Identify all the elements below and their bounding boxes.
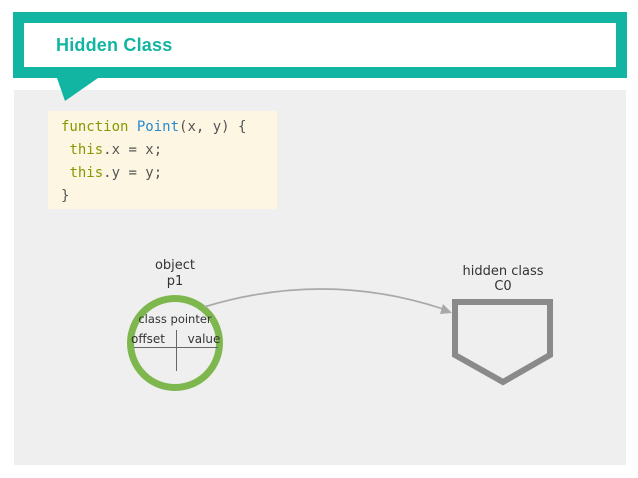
title-box: Hidden Class (24, 23, 616, 67)
class-pointer-label: class pointer (138, 312, 212, 326)
object-label: object p1 (127, 258, 223, 290)
object-label-text: object (154, 258, 196, 273)
hidden-class-label: hidden class C0 (438, 264, 568, 294)
code-line: this.x = x; (61, 139, 277, 162)
slide-title: Hidden Class (56, 34, 173, 55)
code-token: (x, y) { (179, 119, 247, 135)
code-line: } (61, 185, 277, 208)
code-token: this (69, 165, 104, 181)
code-token: .y = y; (103, 165, 163, 181)
code-line: this.y = y; (61, 162, 277, 185)
code-token: } (61, 188, 70, 204)
code-token: function (61, 119, 129, 135)
code-token: Point (136, 119, 180, 135)
hidden-class-label-text: hidden class (462, 264, 544, 279)
object-name-text: p1 (166, 274, 184, 289)
code-token: this (69, 142, 104, 158)
hidden-class-name-text: C0 (494, 279, 512, 294)
code-token: .x = x; (103, 142, 163, 158)
code-token (128, 119, 136, 135)
title-banner: Hidden Class (13, 12, 627, 78)
code-line: function Point(x, y) { (61, 116, 277, 139)
value-column-header: value (187, 332, 221, 346)
offset-column-header: offset (131, 332, 165, 346)
code-snippet: function Point(x, y) { this.x = x; this.… (48, 111, 277, 209)
